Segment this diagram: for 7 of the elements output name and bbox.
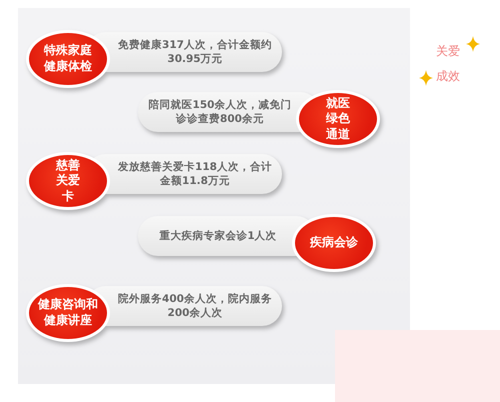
spoon-callout: [26, 30, 284, 88]
spoon-callout: [26, 152, 284, 210]
heading-text: 成效: [436, 68, 460, 85]
spoon-callout: [140, 90, 380, 148]
spoon-callout: [140, 214, 376, 272]
spoon-callout: [26, 284, 284, 342]
heading-text: 关爱: [436, 43, 460, 60]
